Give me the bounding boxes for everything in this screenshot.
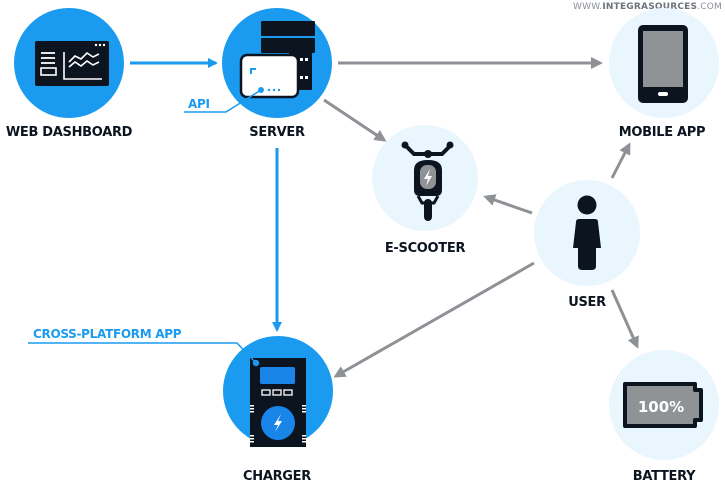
battery-icon: 100% [623, 382, 703, 428]
arrow-user-to-charger [333, 261, 535, 378]
user-label: USER [568, 295, 606, 310]
scooter-icon [401, 141, 454, 221]
mobile-app-label: MOBILE APP [619, 125, 706, 140]
escooter-label: E-SCOOTER [385, 241, 466, 256]
node-escooter[interactable]: E-SCOOTER [372, 125, 478, 256]
tablet-icon [638, 25, 688, 103]
arrow-user-to-battery [610, 289, 639, 349]
dashboard-icon [35, 41, 109, 86]
node-server[interactable]: API SERVER [184, 8, 332, 140]
web-dashboard-label: WEB DASHBOARD [6, 125, 133, 140]
charger-icon [250, 358, 306, 447]
cross-platform-app-label: CROSS-PLATFORM APP [33, 327, 182, 341]
api-label: API [188, 97, 210, 111]
person-icon [573, 195, 601, 270]
arrow-server-to-escooter [323, 98, 387, 142]
node-user[interactable]: USER [534, 180, 640, 310]
node-mobile-app[interactable]: MOBILE APP [609, 8, 719, 140]
arrow-user-to-escooter [483, 194, 533, 215]
battery-level-text: 100% [638, 398, 684, 416]
node-charger[interactable]: CROSS-PLATFORM APP CHARGER [28, 327, 333, 484]
api-callout: API [184, 89, 262, 113]
watermark: WWW.INTEGRASOURCES.COM [573, 2, 722, 12]
cross-platform-callout: CROSS-PLATFORM APP [28, 327, 260, 367]
arrow-user-to-mobile [610, 142, 631, 179]
charger-label: CHARGER [243, 469, 311, 484]
node-battery[interactable]: 100% BATTERY [609, 350, 719, 484]
battery-label: BATTERY [633, 469, 696, 484]
server-label: SERVER [249, 125, 305, 140]
node-web-dashboard[interactable]: WEB DASHBOARD [6, 8, 133, 140]
